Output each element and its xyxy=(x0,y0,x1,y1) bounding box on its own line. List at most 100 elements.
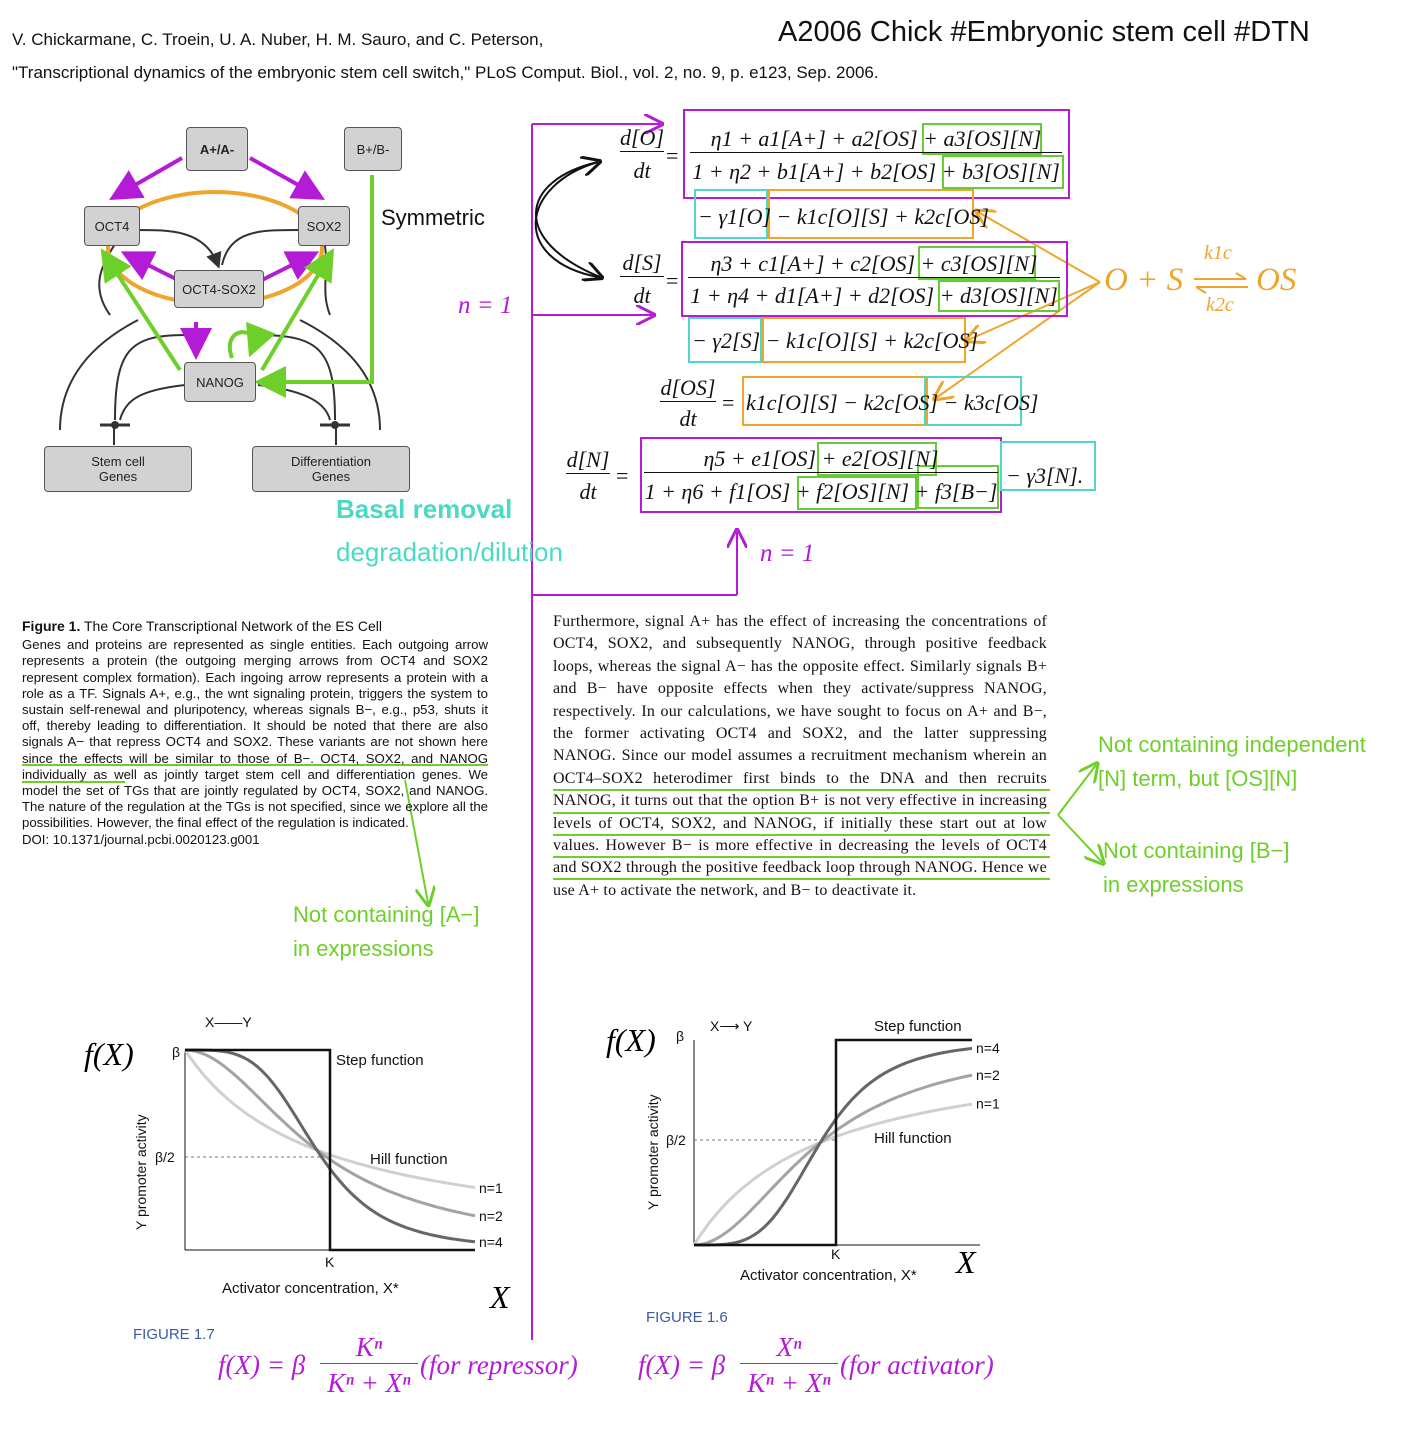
rep-series-label-n2: n=2 xyxy=(479,1208,503,1224)
box-do-num-term xyxy=(922,123,1042,155)
box-dos-complex xyxy=(742,376,928,426)
node-differentiation-genes: Differentiation Genes xyxy=(252,446,410,492)
box-dos-decay xyxy=(924,376,1022,426)
act-formula-prefix: f(X) = β xyxy=(638,1350,726,1380)
rep-xtick-k: K xyxy=(325,1254,335,1270)
box-do-fraction xyxy=(683,109,1070,199)
act-ytick-top: β xyxy=(676,1028,684,1044)
ds-equals: = xyxy=(666,268,679,293)
n-equals-1-left: n = 1 xyxy=(458,292,513,319)
act-series-label-n4: n=4 xyxy=(976,1040,1000,1056)
caption-title: Figure 1. xyxy=(22,618,81,634)
rep-arrow-label: X——Y xyxy=(205,1014,252,1030)
rep-xlabel: Activator concentration, X* xyxy=(222,1280,399,1297)
act-formula-den: Kⁿ + Xⁿ xyxy=(747,1368,831,1398)
ds-lhs-den: dt xyxy=(633,283,651,308)
figure-caption: Figure 1. The Core Transcriptional Netwo… xyxy=(22,618,488,848)
note-right1-line1: Not containing independent xyxy=(1098,732,1366,757)
ds-denominator: 1 + η4 + d1[A+] + d2[OS] + d3[OS][N] xyxy=(690,283,1058,308)
ds-lhs-num: d[S] xyxy=(620,250,664,277)
node-nanog: NANOG xyxy=(184,362,256,402)
rep-figure-label: FIGURE 1.7 xyxy=(133,1326,215,1343)
act-arrow-label: X⟶ Y xyxy=(710,1018,753,1034)
box-dn-den-term xyxy=(797,476,917,510)
box-ds-complex xyxy=(762,317,966,363)
do-equals: = xyxy=(666,143,679,168)
rep-formula-den: Kⁿ + Xⁿ xyxy=(327,1368,411,1398)
do-lhs-num: d[O] xyxy=(620,125,665,152)
rep-ytick-top: β xyxy=(172,1044,180,1060)
reaction-equilibrium-arrows xyxy=(1194,272,1248,294)
act-series-label-n2: n=2 xyxy=(976,1067,1000,1083)
box-do-den-term xyxy=(942,155,1064,189)
repressor-hill-chart: n=1n=2n=4 β β/2 K Step function Hill fun… xyxy=(84,1014,511,1315)
box-dn-b-term xyxy=(917,465,999,509)
dn-numerator: η5 + e1[OS] + e2[OS][N] xyxy=(644,446,998,473)
network-arrows xyxy=(59,156,381,445)
reaction-k-forward: k1c xyxy=(1204,242,1232,264)
note-right2-line2: in expressions xyxy=(1103,872,1244,897)
rep-ylabel: Y promoter activity xyxy=(133,1114,149,1230)
body-paragraph: Furthermore, signal A+ has the effect of… xyxy=(553,613,1047,899)
basal-removal-title: Basal removal xyxy=(336,494,513,524)
rep-hill-label: Hill function xyxy=(370,1151,448,1168)
dos-lhs-num: d[OS] xyxy=(660,375,716,402)
note-not-containing-a-line1: Not containing [A−] xyxy=(293,902,480,927)
act-figure-label: FIGURE 1.6 xyxy=(646,1309,728,1326)
act-formula-num: Xⁿ xyxy=(740,1332,838,1364)
dn-lhs-num: d[N] xyxy=(566,447,610,474)
box-ds-decay xyxy=(688,317,762,363)
act-hill-label: Hill function xyxy=(874,1130,952,1147)
act-curve-n1 xyxy=(692,1102,973,1246)
rep-formula-prefix: f(X) = β xyxy=(218,1350,306,1380)
rep-x-big: X xyxy=(488,1279,511,1315)
act-x-big: X xyxy=(954,1244,977,1280)
reaction-k-backward: k2c xyxy=(1206,294,1234,316)
box-ds-fraction xyxy=(681,241,1068,317)
do-lhs-den: dt xyxy=(633,158,651,183)
act-curve-n4 xyxy=(694,1046,973,1247)
ds-tail: − γ2[S] − k1c[O][S] + k2c[OS] xyxy=(692,328,979,353)
rep-series-label-n1: n=1 xyxy=(479,1180,503,1196)
act-ytick-mid: β/2 xyxy=(666,1132,686,1148)
basal-removal-subtitle: degradation/dilution xyxy=(336,537,563,567)
box-ds-den-term xyxy=(938,280,1060,312)
act-series-label-n1: n=1 xyxy=(976,1096,1000,1112)
act-ylabel: Y promoter activity xyxy=(645,1094,661,1210)
rep-formula-num: Kⁿ xyxy=(320,1332,418,1364)
do-numerator: η1 + a1[A+] + a2[OS] + a3[OS][N] xyxy=(690,126,1062,153)
act-step-function xyxy=(694,1038,972,1247)
dos-equals: = xyxy=(722,390,735,415)
dos-rhs: k1c[O][S] − k2c[OS] − k3c[OS] xyxy=(746,390,1039,415)
act-xlabel: Activator concentration, X* xyxy=(740,1267,917,1284)
page-tag: A2006 Chick #Embryonic stem cell #DTN xyxy=(778,16,1310,48)
dn-denominator: 1 + η6 + f1[OS] + f2[OS][N] + f3[B−] xyxy=(644,479,998,504)
node-oct4-sox2: OCT4-SOX2 xyxy=(174,270,264,308)
node-a-signal: A+/A- xyxy=(186,127,248,171)
rep-series-label-n4: n=4 xyxy=(479,1234,503,1250)
node-stem-cell-genes: Stem cell Genes xyxy=(44,446,192,492)
caption-subtitle: The Core Transcriptional Network of the … xyxy=(84,618,383,634)
symmetric-label: Symmetric xyxy=(381,205,485,230)
reaction-rhs: OS xyxy=(1256,262,1297,298)
ds-numerator: η3 + c1[A+] + c2[OS] + c3[OS][N] xyxy=(688,251,1060,278)
note-right2-line1: Not containing [B−] xyxy=(1103,838,1290,863)
reaction-lhs: O + S xyxy=(1104,262,1184,298)
act-curve-n2 xyxy=(693,1073,973,1247)
box-do-decay xyxy=(694,189,768,239)
dn-equals: = xyxy=(616,463,629,488)
rep-step-label: Step function xyxy=(336,1052,424,1069)
box-do-complex xyxy=(768,189,974,239)
node-oct4: OCT4 xyxy=(84,206,140,246)
dn-lhs-den: dt xyxy=(579,479,597,504)
node-b-signal: B+/B- xyxy=(344,127,402,171)
do-tail: − γ1[O] − k1c[O][S] + k2c[OS] xyxy=(698,204,989,229)
rep-formula-suffix: (for repressor) xyxy=(420,1350,578,1380)
box-dn-num-term xyxy=(817,442,937,476)
activator-hill-chart: n=1n=2n=4 β β/2 K Step function Hill fun… xyxy=(606,1018,1000,1284)
caption-doi: DOI: 10.1371/journal.pcbi.0020123.g001 xyxy=(22,831,260,847)
act-xtick-k: K xyxy=(831,1246,841,1262)
dos-lhs-den: dt xyxy=(679,406,697,431)
act-formula-suffix: (for activator) xyxy=(840,1350,994,1380)
